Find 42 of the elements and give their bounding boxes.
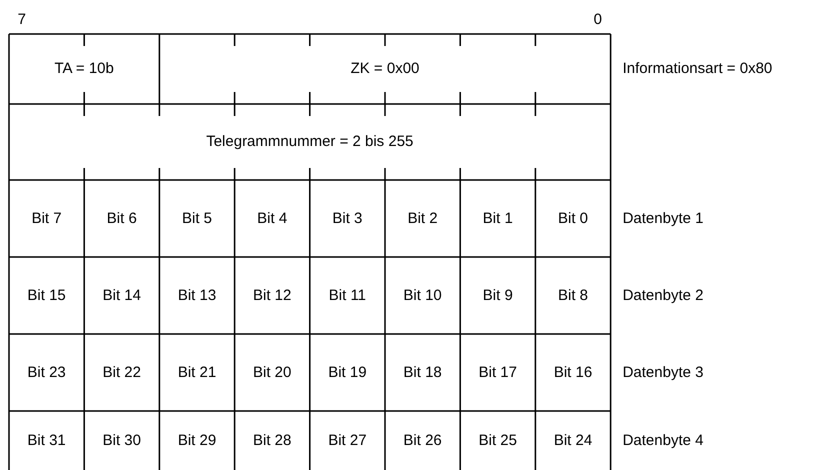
bit-label: Bit 3 xyxy=(332,210,362,228)
bit-label: Bit 7 xyxy=(32,210,62,228)
bit-label: Bit 1 xyxy=(482,210,513,228)
bit-index: 7 xyxy=(18,11,26,29)
bit-label: Bit 13 xyxy=(178,286,216,304)
bit-label: Bit 5 xyxy=(182,210,212,228)
bit-label: Bit 11 xyxy=(328,286,366,304)
bit-label: Bit 28 xyxy=(253,432,292,450)
bit-label: Bit 12 xyxy=(253,286,292,304)
field-label: ZK = 0x00 xyxy=(350,60,420,78)
bit-label: Bit 24 xyxy=(554,432,592,450)
bit-label: Bit 23 xyxy=(27,364,66,382)
bit-label: Bit 17 xyxy=(478,364,517,382)
row-label: Datenbyte 2 xyxy=(622,286,704,304)
bit-label: Bit 30 xyxy=(102,432,141,450)
bit-label: Bit 16 xyxy=(554,364,592,382)
bit-label: Bit 2 xyxy=(408,210,438,228)
bit-label: Bit 4 xyxy=(257,210,288,228)
row-label: Datenbyte 3 xyxy=(622,364,704,382)
bit-label: Bit 31 xyxy=(27,432,66,450)
bit-label: Bit 6 xyxy=(106,210,137,228)
bit-label: Bit 29 xyxy=(178,432,216,450)
bit-label: Bit 0 xyxy=(558,210,588,228)
bit-label: Bit 15 xyxy=(27,286,66,304)
bit-label: Bit 8 xyxy=(558,286,588,304)
bit-label: Bit 18 xyxy=(403,364,442,382)
bit-label: Bit 14 xyxy=(102,286,141,304)
bit-label: Bit 25 xyxy=(478,432,517,450)
row-label: Datenbyte 4 xyxy=(622,432,704,450)
bit-label: Bit 20 xyxy=(253,364,292,382)
bit-label: Bit 9 xyxy=(482,286,513,304)
row-label: Datenbyte 1 xyxy=(622,210,704,228)
bit-label: Bit 10 xyxy=(403,286,442,304)
bit-label: Bit 21 xyxy=(178,364,216,382)
field-label: Telegrammnummer = 2 bis 255 xyxy=(206,133,414,151)
bit-label: Bit 27 xyxy=(328,432,367,450)
bit-label: Bit 19 xyxy=(328,364,367,382)
bit-label: Bit 26 xyxy=(403,432,442,450)
row-label: Informationsart = 0x80 xyxy=(622,60,772,78)
bit-index: 0 xyxy=(594,11,602,29)
field-label: TA = 10b xyxy=(54,60,114,78)
bit-label: Bit 22 xyxy=(102,364,141,382)
